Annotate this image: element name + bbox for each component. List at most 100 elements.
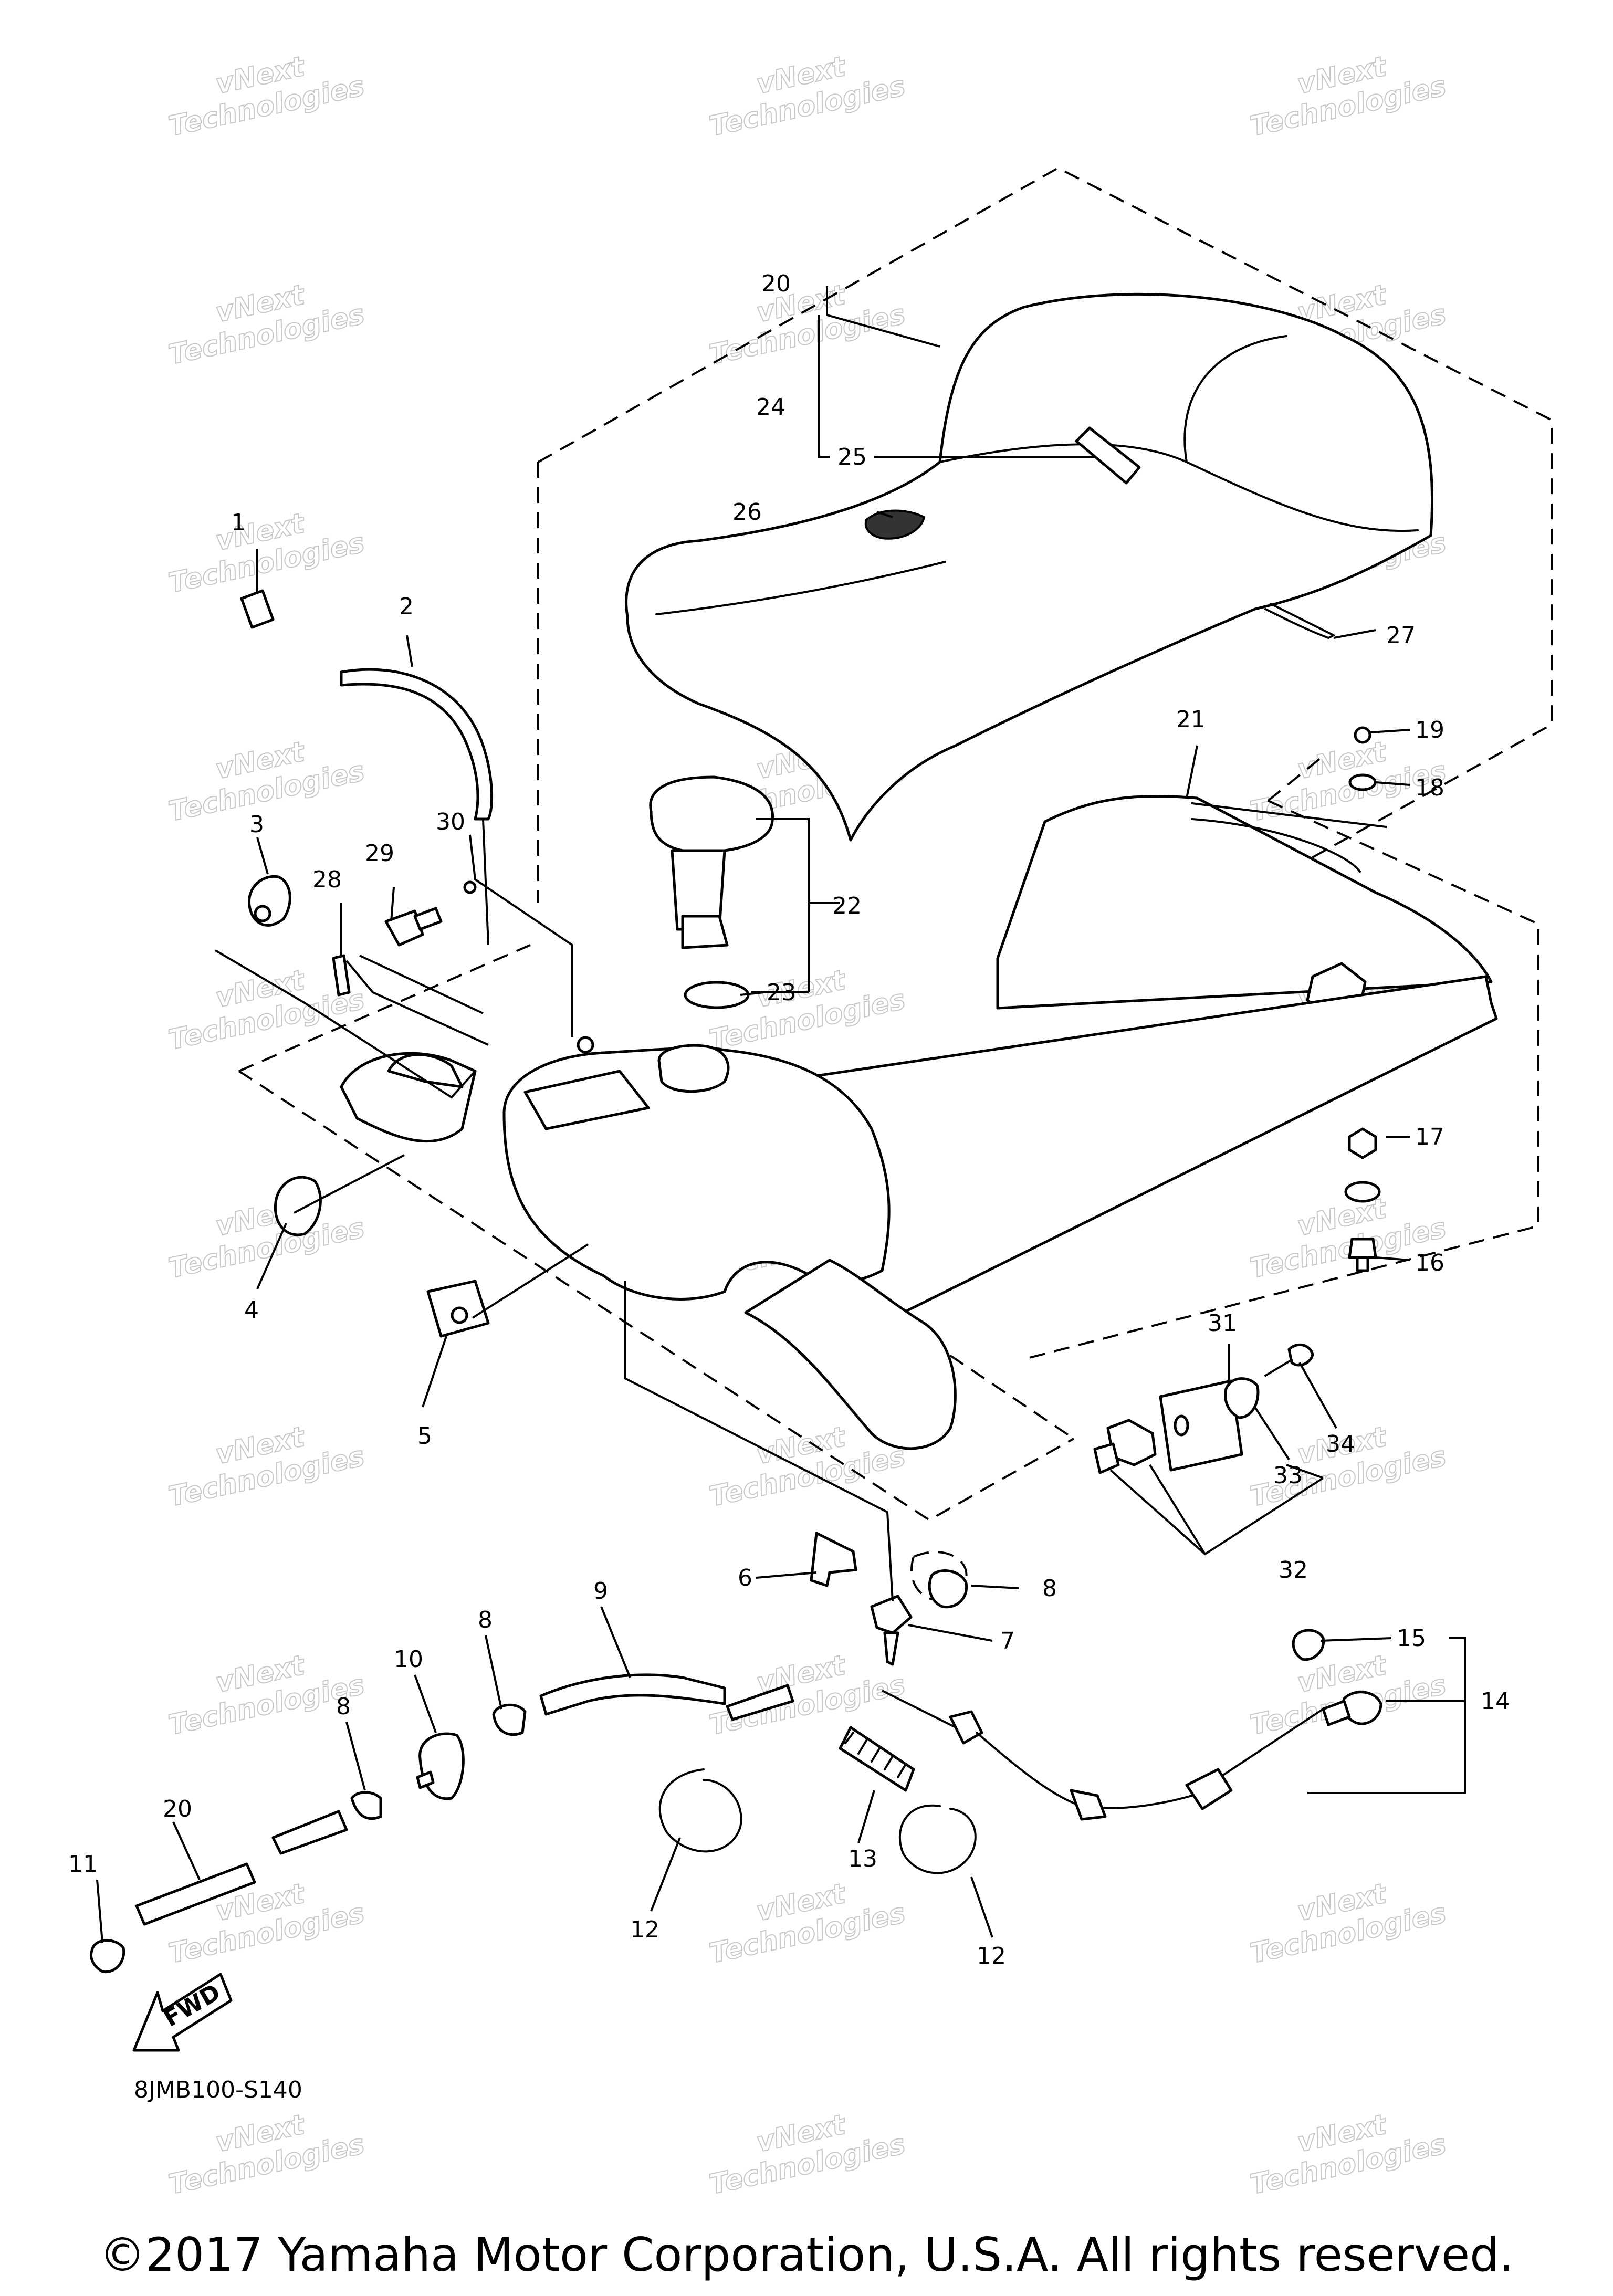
fuel-cock-7[interactable] — [870, 1595, 913, 1634]
filter-10[interactable] — [418, 1732, 465, 1800]
part-30-nut[interactable] — [463, 880, 477, 894]
callout-17[interactable]: 17 — [1415, 1124, 1444, 1150]
callout-11[interactable]: 11 — [68, 1851, 98, 1878]
seat-cover[interactable] — [625, 292, 1433, 842]
callout-13[interactable]: 13 — [848, 1846, 877, 1872]
seat-back-edge — [1183, 335, 1287, 463]
tank-assembly[interactable] — [340, 975, 1498, 1450]
callout-5[interactable]: 5 — [417, 1423, 432, 1450]
callout-25[interactable]: 25 — [837, 444, 867, 470]
callout-7[interactable]: 7 — [1000, 1628, 1015, 1654]
washer-18[interactable] — [1348, 773, 1377, 791]
seat-base-top — [1191, 802, 1387, 828]
fuel-line-assembly[interactable] — [90, 1532, 977, 1974]
tank-filler-neck — [657, 1044, 730, 1093]
grommet-33[interactable] — [1224, 1377, 1260, 1419]
part-2-hose[interactable] — [340, 668, 494, 821]
part-4-grommet[interactable] — [274, 1176, 322, 1236]
callout-23[interactable]: 23 — [767, 979, 796, 1006]
nut-19[interactable] — [1354, 726, 1371, 744]
callout-20-seat[interactable]: 20 — [761, 270, 791, 297]
hose-9[interactable] — [539, 1673, 726, 1716]
seat-hook-27[interactable] — [1264, 603, 1335, 639]
callout-8-filter[interactable]: 8 — [336, 1693, 351, 1720]
clamp-8b[interactable] — [350, 1791, 382, 1820]
callout-27[interactable]: 27 — [1386, 622, 1416, 649]
hose-20-upper[interactable] — [271, 1810, 348, 1855]
seat-base[interactable] — [996, 794, 1493, 1010]
callout-30[interactable]: 30 — [436, 809, 465, 835]
cable-end-14[interactable] — [1342, 1691, 1382, 1725]
clip-6[interactable] — [810, 1532, 857, 1587]
callout-14[interactable]: 14 — [1481, 1688, 1510, 1715]
part-1-clip[interactable] — [240, 589, 275, 629]
callout-33[interactable]: 33 — [1273, 1462, 1303, 1489]
small-parts[interactable] — [240, 589, 494, 1338]
callout-26[interactable]: 26 — [732, 499, 762, 526]
callout-15[interactable]: 15 — [1397, 1625, 1426, 1652]
fuel-sender-cap[interactable] — [649, 775, 774, 853]
screw-34[interactable] — [1287, 1343, 1314, 1367]
callout-1[interactable]: 1 — [231, 509, 246, 536]
callout-3[interactable]: 3 — [249, 811, 264, 838]
fuel-cock-handle — [883, 1631, 899, 1666]
fuel-sender-assembly[interactable] — [649, 775, 774, 1009]
frame-rail[interactable] — [776, 975, 1498, 1319]
clip-12b[interactable] — [898, 1804, 977, 1874]
callout-10[interactable]: 10 — [394, 1646, 423, 1673]
callout-16[interactable]: 16 — [1415, 1250, 1444, 1276]
cable-fitting — [949, 1710, 983, 1745]
callout-29[interactable]: 29 — [365, 840, 394, 867]
fuel-sender-float — [681, 915, 729, 949]
tank-foot — [744, 1259, 957, 1450]
part-28-bracket[interactable] — [332, 954, 351, 997]
callout-9[interactable]: 9 — [593, 1578, 608, 1605]
base-boundary-top — [1267, 755, 1324, 802]
callout-28[interactable]: 28 — [312, 866, 342, 893]
bolt-16[interactable] — [1348, 1238, 1377, 1272]
callout-6[interactable]: 6 — [738, 1565, 752, 1591]
clamp-11[interactable] — [90, 1939, 125, 1974]
nut-17[interactable] — [1348, 1127, 1377, 1159]
callout-8-hose[interactable]: 8 — [478, 1607, 493, 1633]
hose-20-lower[interactable] — [135, 1862, 256, 1926]
seat-assembly[interactable] — [625, 292, 1433, 842]
callout-12-left[interactable]: 12 — [630, 1916, 659, 1943]
cable-sleeve — [1185, 1768, 1233, 1810]
callout-8-cock[interactable]: 8 — [1042, 1575, 1057, 1602]
callout-19[interactable]: 19 — [1415, 717, 1444, 743]
callout-20-hose[interactable]: 20 — [163, 1796, 192, 1822]
callout-31[interactable]: 31 — [1208, 1310, 1237, 1337]
part-3-hole — [254, 905, 271, 922]
plate-31[interactable] — [1159, 1379, 1243, 1472]
callout-34[interactable]: 34 — [1326, 1431, 1355, 1458]
fuel-sender-gasket-23[interactable] — [684, 981, 750, 1009]
sensor-assembly[interactable] — [1093, 1343, 1314, 1474]
nut-15[interactable] — [1292, 1629, 1325, 1661]
callout-2[interactable]: 2 — [399, 593, 414, 620]
seat-patch-26[interactable] — [864, 509, 926, 540]
callout-4[interactable]: 4 — [244, 1297, 259, 1324]
clip-12a[interactable] — [658, 1768, 742, 1853]
callout-22[interactable]: 22 — [832, 893, 862, 919]
callout-21[interactable]: 21 — [1176, 706, 1206, 733]
callout-32[interactable]: 32 — [1279, 1557, 1308, 1584]
part-29-switch[interactable] — [384, 909, 424, 947]
callout-24[interactable]: 24 — [756, 394, 785, 421]
base-fasteners[interactable] — [1344, 726, 1381, 1272]
clamp-8a[interactable] — [492, 1703, 527, 1736]
callout-18[interactable]: 18 — [1415, 774, 1444, 801]
seat-base-assembly[interactable] — [996, 794, 1493, 1018]
seat-handle-25[interactable] — [1075, 426, 1141, 485]
tank-boundary-right — [928, 1340, 1075, 1440]
cable-assembly[interactable] — [882, 1629, 1382, 1821]
callout-12-right[interactable]: 12 — [977, 1943, 1006, 1969]
copyright-notice: ©2017 Yamaha Motor Corporation, U.S.A. A… — [99, 2228, 1514, 2282]
clamp-8c[interactable] — [928, 1569, 968, 1609]
spring-13-coils — [844, 1732, 907, 1778]
